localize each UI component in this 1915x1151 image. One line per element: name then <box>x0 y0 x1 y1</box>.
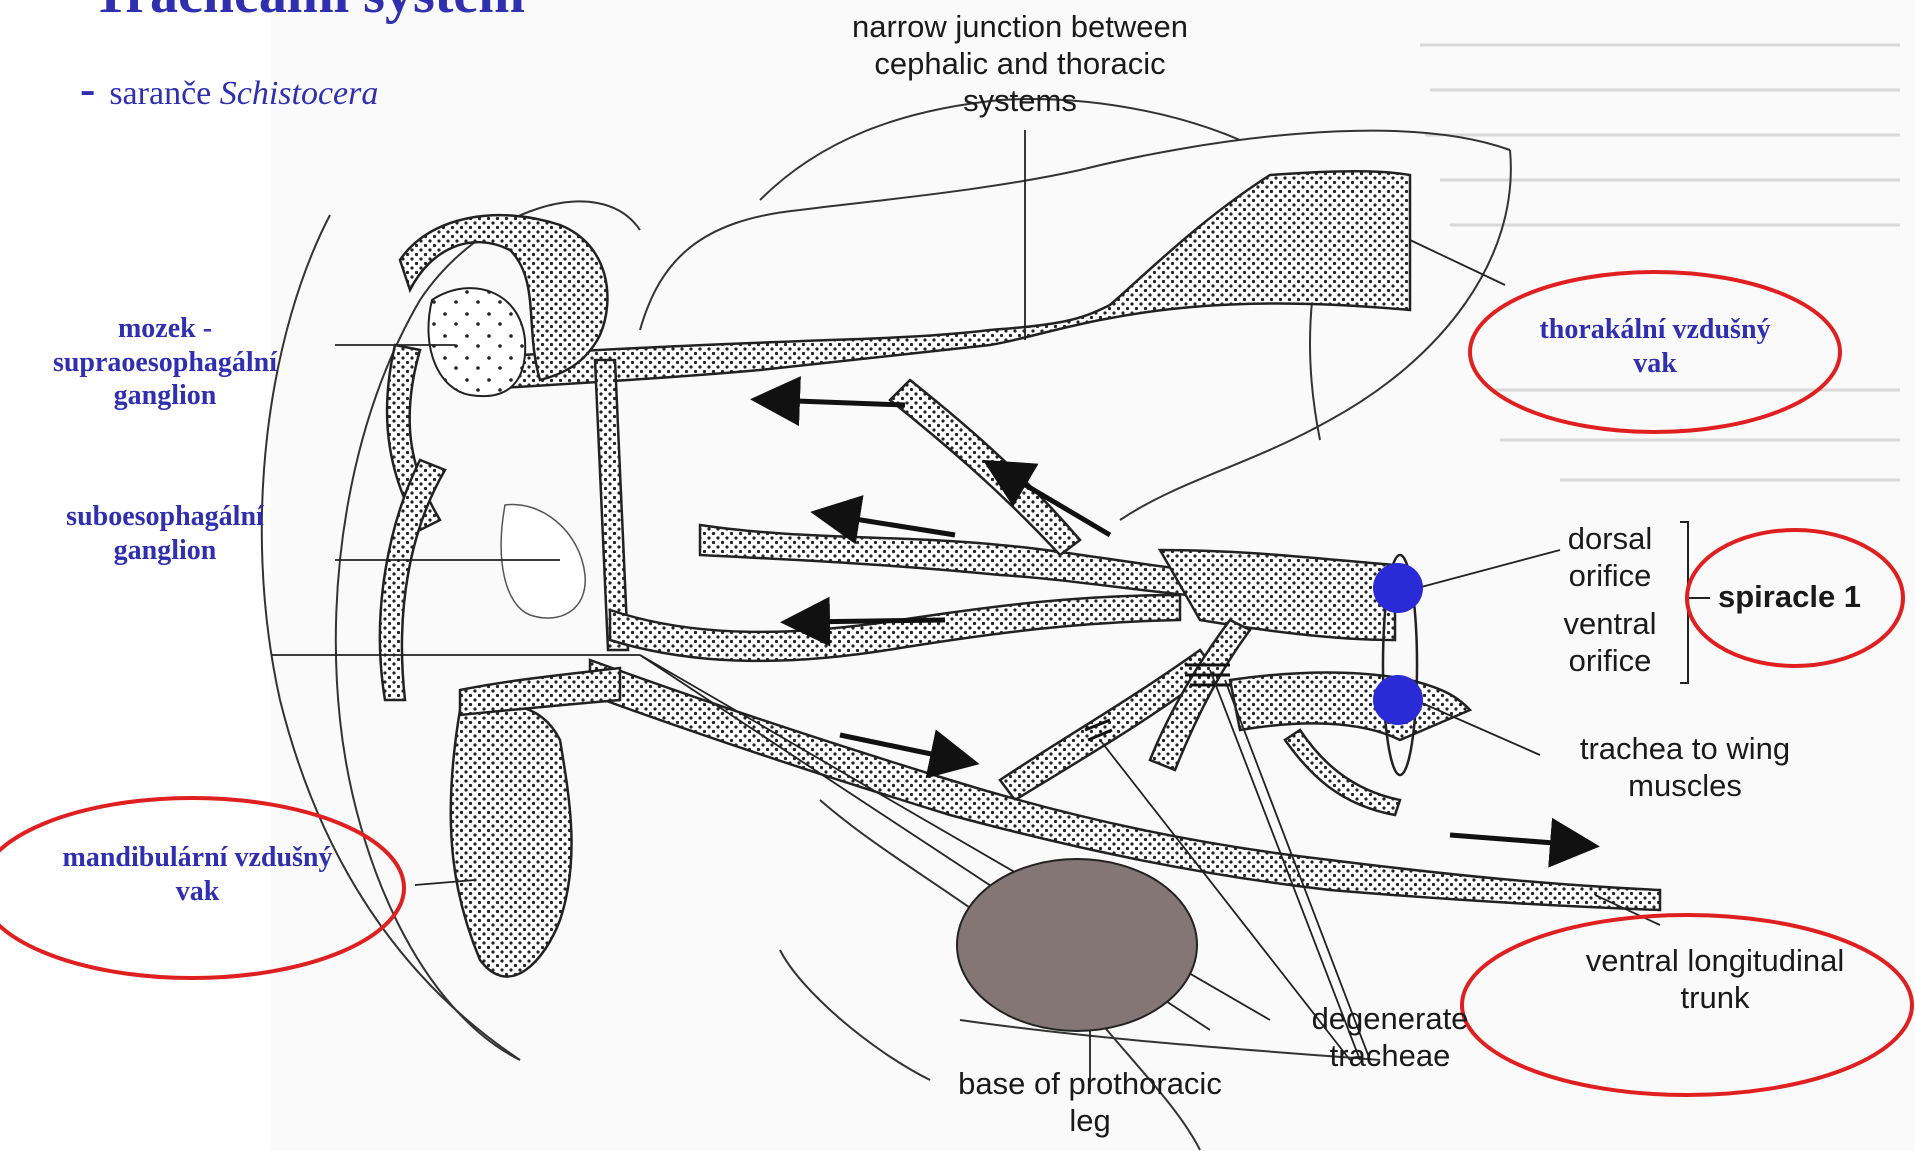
subesophageal-label-line1: suboesophagální <box>0 500 330 534</box>
brain-label: mozek - supraoesophagální ganglion <box>0 312 330 413</box>
thoracic-sac-label-line1: thorakální vzdušný <box>1485 313 1825 347</box>
page-subtitle: -saranče Schistocera <box>80 62 378 115</box>
ventral-trunk-label-line2: trunk <box>1550 979 1880 1016</box>
junction-label-line1: narrow junction between <box>790 8 1250 45</box>
page-title: Tracheální systém <box>92 0 525 22</box>
wing-trachea-label-line2: muscles <box>1535 767 1835 804</box>
brain-label-line1: mozek - <box>0 312 330 346</box>
dorsal-orifice-label-line2: orifice <box>1540 557 1680 594</box>
ventral-orifice-label: ventral orifice <box>1540 605 1680 679</box>
degenerate-tracheae-label-line2: tracheae <box>1290 1037 1490 1074</box>
thoracic-sac-label: thorakální vzdušný vak <box>1485 313 1825 380</box>
ventral-orifice-marker <box>1373 675 1423 725</box>
degenerate-tracheae-label-line1: degenerate <box>1290 1000 1490 1037</box>
brain-label-line3: ganglion <box>0 379 330 413</box>
subesophageal-label: suboesophagální ganglion <box>0 500 330 567</box>
leg-base-label-line2: leg <box>900 1102 1280 1139</box>
mandibular-sac-label-line1: mandibulární vzdušný <box>0 841 395 875</box>
degenerate-tracheae-label: degenerate tracheae <box>1290 1000 1490 1074</box>
dorsal-orifice-label-line1: dorsal <box>1540 520 1680 557</box>
wing-trachea-label: trachea to wing muscles <box>1535 730 1835 804</box>
wing-trachea-label-line1: trachea to wing <box>1535 730 1835 767</box>
mandibular-sac-label-line2: vak <box>0 875 395 909</box>
junction-label-line3: systems <box>790 82 1250 119</box>
junction-label: narrow junction between cephalic and tho… <box>790 8 1250 120</box>
dorsal-orifice-marker <box>1373 563 1423 613</box>
subtitle-genus: Schistocera <box>220 75 379 112</box>
subtitle-dash: - <box>80 63 95 114</box>
ventral-trunk-label: ventral longitudinal trunk <box>1550 942 1880 1016</box>
junction-label-line2: cephalic and thoracic <box>790 45 1250 82</box>
subesophageal-label-line2: ganglion <box>0 534 330 568</box>
leg-base-label: base of prothoracic leg <box>900 1065 1280 1139</box>
prothoracic-leg-base <box>957 859 1197 1031</box>
leg-base-label-line1: base of prothoracic <box>900 1065 1280 1102</box>
ventral-orifice-label-line1: ventral <box>1540 605 1680 642</box>
thoracic-sac-label-line2: vak <box>1485 347 1825 381</box>
subtitle-prefix: saranče <box>109 75 211 112</box>
brain-label-line2: supraoesophagální <box>0 346 330 380</box>
ventral-orifice-label-line2: orifice <box>1540 642 1680 679</box>
mandibular-sac-label: mandibulární vzdušný vak <box>0 841 395 908</box>
spiracle-label: spiracle 1 <box>1718 578 1915 615</box>
dorsal-orifice-label: dorsal orifice <box>1540 520 1680 594</box>
ventral-trunk-label-line1: ventral longitudinal <box>1550 942 1880 979</box>
